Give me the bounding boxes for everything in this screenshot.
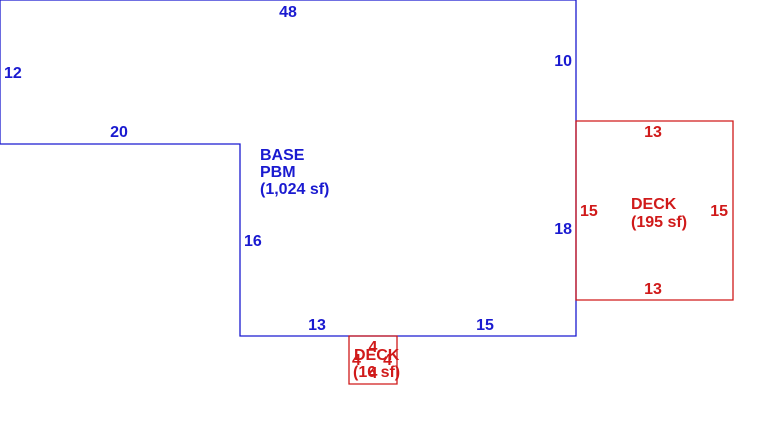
base-dim-right-upper: 10: [554, 53, 572, 70]
deck-large-dim-top: 13: [644, 124, 662, 141]
base-subname-label: PBM: [260, 164, 296, 181]
deck-small-dim-top: 4: [369, 339, 378, 356]
base-dim-top: 48: [279, 4, 297, 21]
deck-small-name-label: DECK: [354, 347, 400, 364]
deck-small-area-label: (16 sf): [353, 364, 400, 381]
deck-small-outline: [348, 335, 398, 385]
deck-large-area-label: (195 sf): [631, 214, 687, 231]
deck-large-dim-bottom: 13: [644, 281, 662, 298]
deck-large-dim-left: 15: [580, 203, 598, 220]
base-outline: [0, 0, 577, 337]
deck-small-dim-bottom: 4: [369, 365, 378, 382]
base-dim-bottom-left: 13: [308, 317, 326, 334]
deck-small-dim-left: 4: [352, 352, 361, 369]
base-name-label: BASE: [260, 147, 305, 164]
base-dim-bottom-right: 15: [476, 317, 494, 334]
deck-small-dim-right: 4: [383, 352, 392, 369]
deck-large-outline: [575, 120, 734, 301]
base-dim-left: 12: [4, 65, 22, 82]
base-dim-notch-side: 16: [244, 233, 262, 250]
deck-large-dim-right: 15: [710, 203, 728, 220]
base-area-label: (1,024 sf): [260, 181, 329, 198]
deck-large-name-label: DECK: [631, 196, 677, 213]
base-dim-right-lower: 18: [554, 221, 572, 238]
base-dim-notch-top: 20: [110, 124, 128, 141]
